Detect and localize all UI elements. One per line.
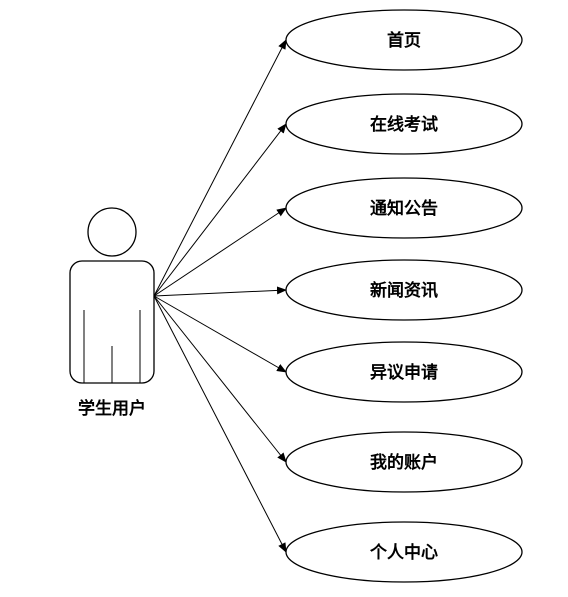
use-case-ellipse <box>285 9 523 71</box>
association-line <box>153 123 287 297</box>
actor-head <box>87 207 137 257</box>
use-case: 首页 <box>285 9 523 71</box>
actor-student-user: 学生用户 <box>69 207 155 419</box>
use-case: 通知公告 <box>285 177 523 239</box>
actor-label: 学生用户 <box>78 398 146 419</box>
use-case-label: 异议申请 <box>370 362 438 383</box>
use-case-ellipse <box>285 521 523 583</box>
use-case-ellipse <box>285 431 523 493</box>
association-line <box>153 295 287 553</box>
use-case: 我的账户 <box>285 431 523 493</box>
use-case-ellipse <box>285 177 523 239</box>
use-case-ellipse <box>285 341 523 403</box>
use-case: 在线考试 <box>285 93 523 155</box>
use-case: 异议申请 <box>285 341 523 403</box>
use-case: 新闻资讯 <box>285 259 523 321</box>
use-case-label: 新闻资讯 <box>370 280 438 301</box>
association-line <box>153 207 287 297</box>
association-line <box>153 39 287 297</box>
use-case-ellipse <box>285 93 523 155</box>
association-lines <box>153 39 287 553</box>
association-line <box>153 295 287 463</box>
use-case-label: 通知公告 <box>370 198 438 219</box>
use-case-label: 个人中心 <box>369 542 438 563</box>
association-line <box>153 286 287 297</box>
use-case-label: 我的账户 <box>370 452 438 473</box>
use-case: 个人中心 <box>285 521 523 583</box>
use-case-label: 首页 <box>387 30 421 51</box>
use-case-label: 在线考试 <box>370 114 438 135</box>
association-line <box>153 295 287 373</box>
use-case-ellipse <box>285 259 523 321</box>
